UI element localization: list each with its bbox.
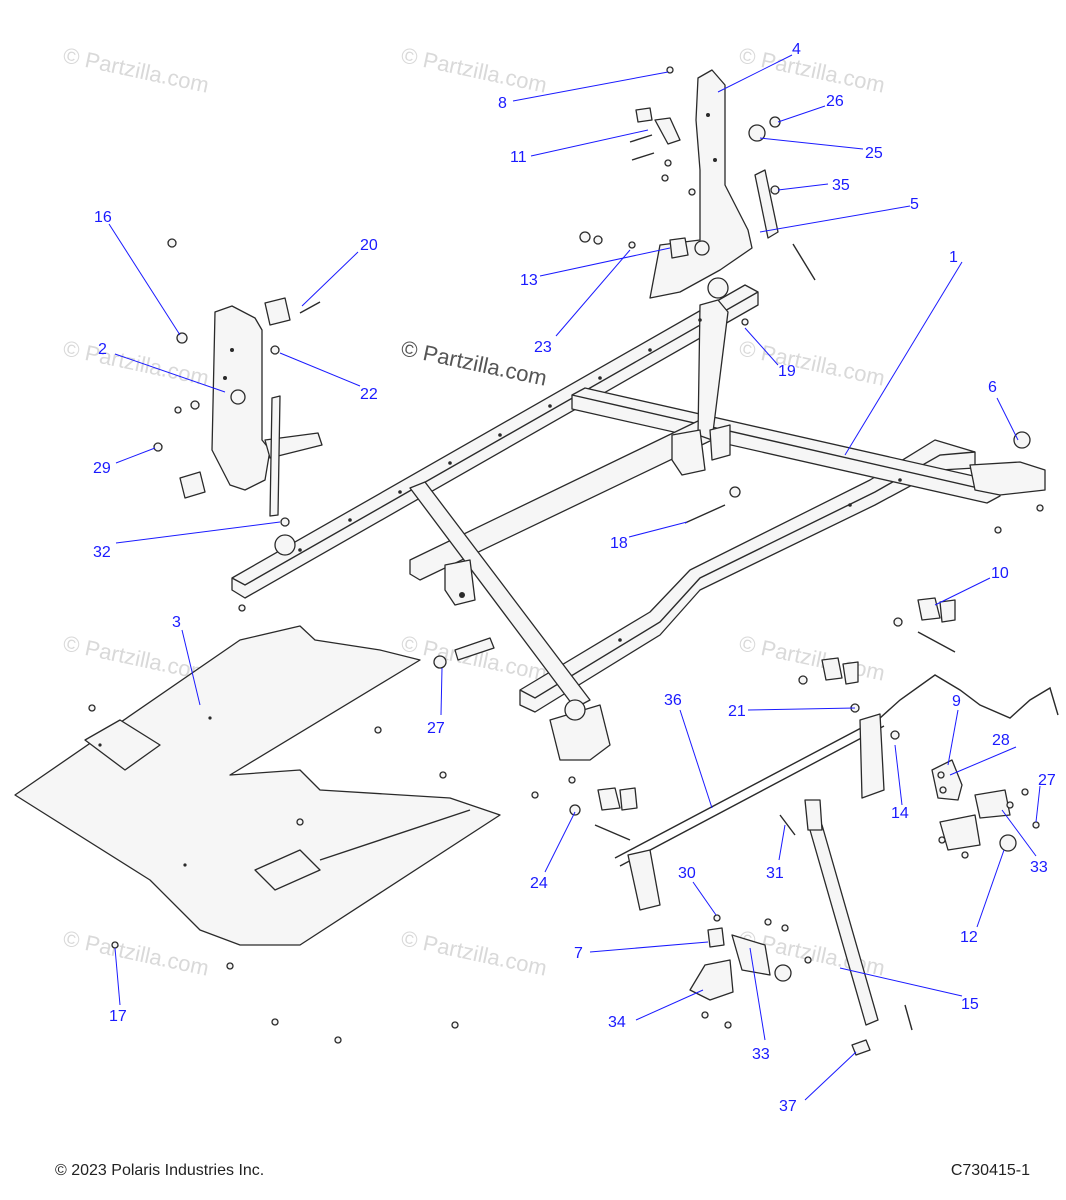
svg-text:© Partzilla.com: © Partzilla.com bbox=[399, 42, 549, 97]
svg-text:© Partzilla.com: © Partzilla.com bbox=[61, 335, 211, 390]
svg-text:© Partzilla.com: © Partzilla.com bbox=[399, 335, 549, 390]
callout-27a: 27 bbox=[427, 720, 445, 737]
callout-28: 28 bbox=[992, 732, 1010, 749]
main-frame-part bbox=[231, 277, 1046, 761]
svg-text:© Partzilla.com: © Partzilla.com bbox=[61, 42, 211, 97]
svg-text:© Partzilla.com: © Partzilla.com bbox=[737, 42, 887, 97]
callout-33a: 33 bbox=[1030, 859, 1048, 876]
callout-31: 31 bbox=[766, 865, 784, 882]
callout-8: 8 bbox=[498, 95, 507, 112]
callout-1: 1 bbox=[949, 249, 958, 266]
callout-33b: 33 bbox=[752, 1046, 770, 1063]
callout-13: 13 bbox=[520, 272, 538, 289]
callout-17: 17 bbox=[109, 1008, 127, 1025]
callout-19: 19 bbox=[778, 363, 796, 380]
callout-12: 12 bbox=[960, 929, 978, 946]
strap-link-part bbox=[754, 169, 779, 239]
callout-18: 18 bbox=[610, 535, 628, 552]
clamp-10-part bbox=[917, 597, 956, 653]
callout-30: 30 bbox=[678, 865, 696, 882]
left-bracket-plate-part bbox=[179, 305, 323, 517]
callout-16: 16 bbox=[94, 209, 112, 226]
callout-29: 29 bbox=[93, 460, 111, 477]
callout-15: 15 bbox=[961, 996, 979, 1013]
callout-24: 24 bbox=[530, 875, 548, 892]
callout-5: 5 bbox=[910, 196, 919, 213]
leader-lines bbox=[108, 54, 1041, 1101]
callout-2: 2 bbox=[98, 341, 107, 358]
callout-6: 6 bbox=[988, 379, 997, 396]
callout-36: 36 bbox=[664, 692, 682, 709]
right-bracket-plate-part bbox=[649, 69, 753, 299]
callout-27b: 27 bbox=[1038, 772, 1056, 789]
callout-37: 37 bbox=[779, 1098, 797, 1115]
callout-10: 10 bbox=[991, 565, 1009, 582]
callout-22: 22 bbox=[360, 386, 378, 403]
callout-7: 7 bbox=[574, 945, 583, 962]
callout-35: 35 bbox=[832, 177, 850, 194]
copyright-text: © 2023 Polaris Industries Inc. bbox=[55, 1162, 265, 1179]
svg-text:© Partzilla.com: © Partzilla.com bbox=[399, 925, 549, 980]
svg-text:© Partzilla.com: © Partzilla.com bbox=[61, 925, 211, 980]
clamp-part bbox=[635, 107, 681, 145]
callout-labels: 1 2 3 4 5 6 7 8 9 10 11 12 13 14 15 16 1… bbox=[93, 41, 1056, 1115]
skid-plate-part bbox=[14, 625, 501, 946]
callout-25: 25 bbox=[865, 145, 883, 162]
callout-9: 9 bbox=[952, 693, 961, 710]
stabilizer-bar-part bbox=[614, 674, 1059, 911]
callout-11: 11 bbox=[510, 149, 527, 166]
callout-21: 21 bbox=[728, 703, 746, 720]
callout-34: 34 bbox=[608, 1014, 626, 1031]
callout-4: 4 bbox=[792, 41, 801, 58]
small-hardware bbox=[88, 66, 1044, 1056]
callout-32: 32 bbox=[93, 544, 111, 561]
svg-text:© Partzilla.com: © Partzilla.com bbox=[737, 630, 887, 685]
gas-strut-part bbox=[804, 799, 879, 1026]
callout-23: 23 bbox=[534, 339, 552, 356]
bushing-block-part bbox=[931, 759, 963, 801]
callout-26: 26 bbox=[826, 93, 844, 110]
callout-3: 3 bbox=[172, 614, 181, 631]
callout-20: 20 bbox=[360, 237, 378, 254]
callout-14: 14 bbox=[891, 805, 909, 822]
diagram-id-text: C730415-1 bbox=[950, 1162, 1030, 1179]
